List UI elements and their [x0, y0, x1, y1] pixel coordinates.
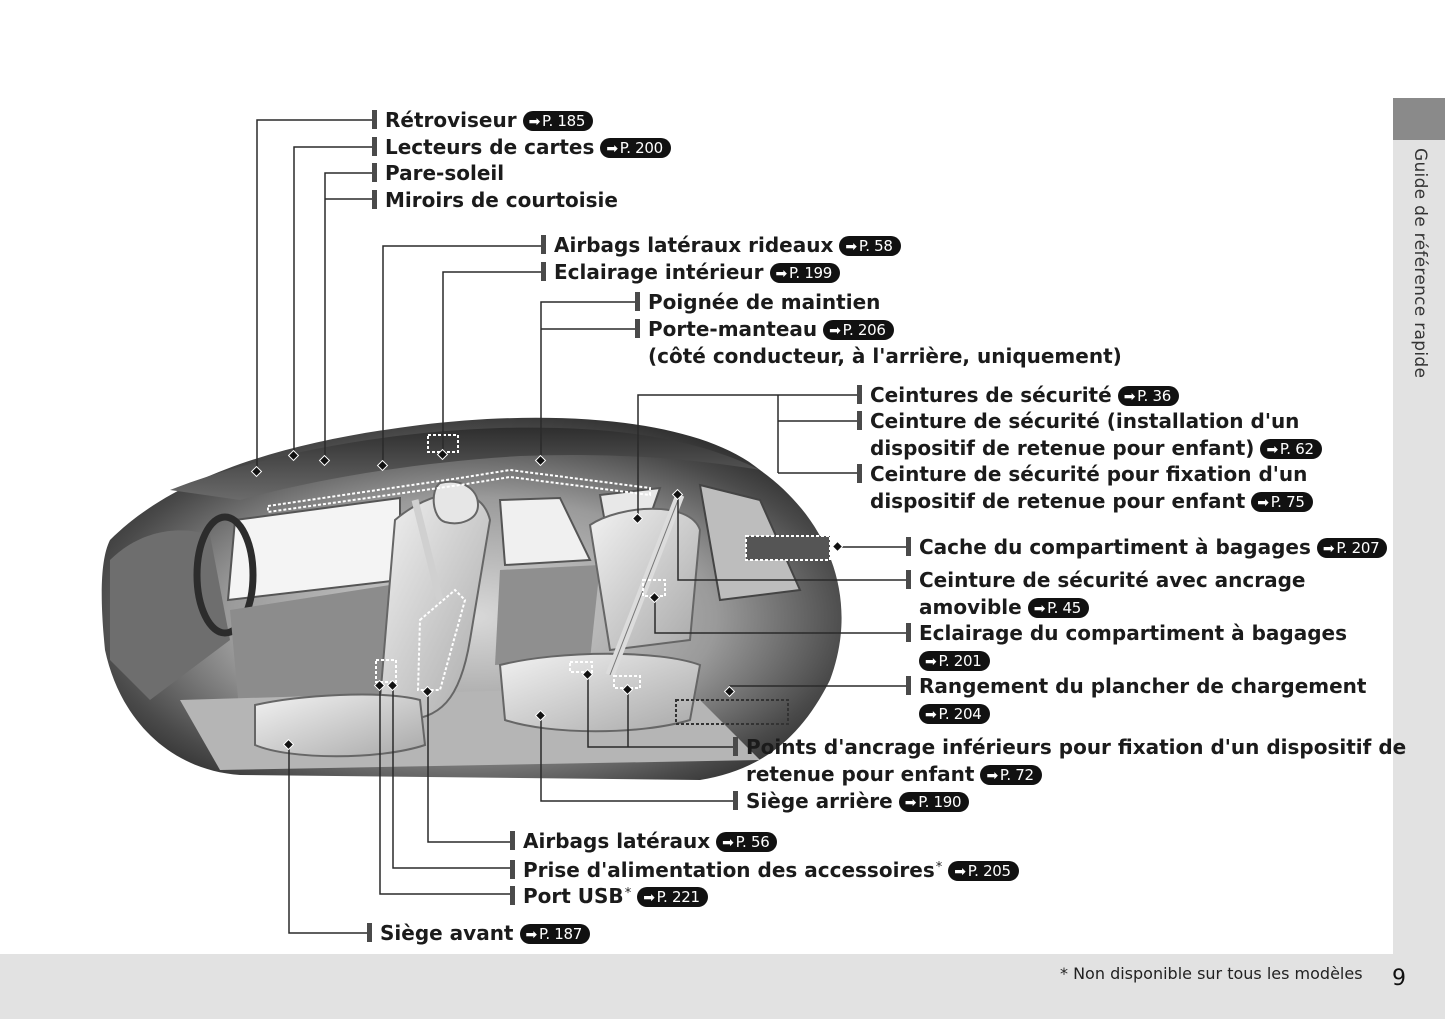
label-eclairage-compartiment-ref: ➡P. 201 [913, 647, 990, 673]
label-ceinture-fixation-line2: dispositif de retenue pour enfant➡P. 75 [870, 488, 1313, 514]
label-ceinture-installation: Ceinture de sécurité (installation d'un [857, 408, 1299, 434]
label-ceinture-fixation: Ceinture de sécurité pour fixation d'un [857, 461, 1307, 487]
label-retroviseur: Rétroviseur➡P. 185 [372, 107, 594, 133]
label-siege-arriere: Siège arrière➡P. 190 [733, 788, 970, 814]
page-number: 9 [1392, 966, 1406, 991]
arrow-right-icon: ➡ [722, 835, 734, 851]
arrow-right-icon: ➡ [925, 707, 937, 723]
arrow-right-icon: ➡ [1033, 601, 1046, 617]
side-tab [1393, 98, 1445, 954]
arrow-right-icon: ➡ [643, 890, 655, 906]
label-lecteurs-de-cartes: Lecteurs de cartes➡P. 200 [372, 134, 671, 160]
page-ref-badge[interactable]: ➡P. 221 [637, 887, 708, 907]
label-porte-manteau: Porte-manteau➡P. 206 [635, 316, 894, 342]
arrow-right-icon: ➡ [1322, 541, 1335, 557]
arrow-right-icon: ➡ [986, 768, 998, 784]
page-ref-badge[interactable]: ➡P. 207 [1316, 538, 1388, 558]
page-ref-badge[interactable]: ➡P. 75 [1251, 492, 1313, 512]
car-interior-diagram [101, 119, 906, 934]
footer-band [0, 954, 1445, 1019]
label-airbags-rideaux: Airbags latéraux rideaux➡P. 58 [541, 232, 901, 258]
label-porte-manteau-note: (côté conducteur, à l'arrière, uniquemen… [648, 344, 1122, 368]
label-airbags-lateraux: Airbags latéraux➡P. 56 [510, 828, 778, 854]
arrow-right-icon: ➡ [528, 114, 541, 130]
arrow-right-icon: ➡ [606, 141, 618, 157]
label-pare-soleil: Pare-soleil [372, 160, 504, 186]
page-ref-badge[interactable]: ➡P. 187 [519, 924, 591, 944]
label-ceinture-ancrage: Ceinture de sécurité avec ancrage [906, 567, 1305, 593]
page-ref-badge[interactable]: ➡P. 199 [769, 263, 841, 283]
leader-endpoints [250, 448, 844, 751]
page-ref-badge[interactable]: ➡P. 206 [823, 320, 894, 340]
arrow-right-icon: ➡ [829, 323, 841, 339]
page-ref-badge[interactable]: ➡P. 190 [898, 792, 970, 812]
arrow-right-icon: ➡ [525, 927, 538, 943]
label-points-ancrage: Points d'ancrage inférieurs pour fixatio… [733, 734, 1406, 760]
page-ref-badge[interactable]: ➡P. 45 [1027, 598, 1089, 618]
page-ref-badge[interactable]: ➡P. 200 [600, 138, 671, 158]
footnote: * Non disponible sur tous les modèles [1060, 964, 1363, 983]
car-interior-illustration [101, 417, 842, 780]
label-port-usb: Port USB*➡P. 221 [510, 881, 708, 909]
arrow-right-icon: ➡ [845, 239, 857, 255]
label-ceinture-installation-line2: dispositif de retenue pour enfant)➡P. 62 [870, 435, 1322, 461]
page-ref-badge[interactable]: ➡P. 58 [839, 236, 901, 256]
arrow-right-icon: ➡ [1123, 389, 1136, 405]
arrow-right-icon: ➡ [954, 864, 966, 880]
label-eclairage-interieur: Eclairage intérieur➡P. 199 [541, 259, 841, 285]
label-miroirs: Miroirs de courtoisie [372, 187, 618, 213]
footnote-marker: * [935, 860, 943, 875]
side-tab-label: Guide de référence rapide [1410, 148, 1430, 379]
label-ceintures: Ceintures de sécurité➡P. 36 [857, 382, 1179, 408]
arrow-right-icon: ➡ [1266, 442, 1278, 458]
arrow-right-icon: ➡ [904, 795, 917, 811]
label-cache-compartiment: Cache du compartiment à bagages➡P. 207 [906, 534, 1388, 560]
page-ref-badge[interactable]: ➡P. 56 [716, 832, 778, 852]
label-points-ancrage-line2: retenue pour enfant➡P. 72 [746, 761, 1042, 787]
label-eclairage-compartiment: Eclairage du compartiment à bagages [906, 620, 1347, 646]
page-ref-badge[interactable]: ➡P. 201 [919, 651, 990, 671]
arrow-right-icon: ➡ [1257, 495, 1269, 511]
page-ref-badge[interactable]: ➡P. 185 [522, 111, 594, 131]
label-rangement-ref: ➡P. 204 [913, 700, 990, 726]
label-poignee: Poignée de maintien [635, 289, 880, 315]
page-ref-badge[interactable]: ➡P. 36 [1117, 386, 1179, 406]
arrow-right-icon: ➡ [775, 266, 788, 282]
side-tab-marker [1393, 98, 1445, 140]
page-ref-badge[interactable]: ➡P. 205 [948, 861, 1019, 881]
footnote-marker: * [624, 886, 632, 901]
page-ref-badge[interactable]: ➡P. 204 [919, 704, 990, 724]
page-ref-badge[interactable]: ➡P. 72 [980, 765, 1042, 785]
label-ceinture-ancrage-line2: amovible➡P. 45 [919, 594, 1089, 620]
label-siege-avant: Siège avant➡P. 187 [367, 920, 591, 946]
arrow-right-icon: ➡ [925, 654, 937, 670]
label-prise-alimentation: Prise d'alimentation des accessoires*➡P.… [510, 855, 1019, 883]
page-ref-badge[interactable]: ➡P. 62 [1260, 439, 1322, 459]
label-rangement: Rangement du plancher de chargement [906, 673, 1366, 699]
